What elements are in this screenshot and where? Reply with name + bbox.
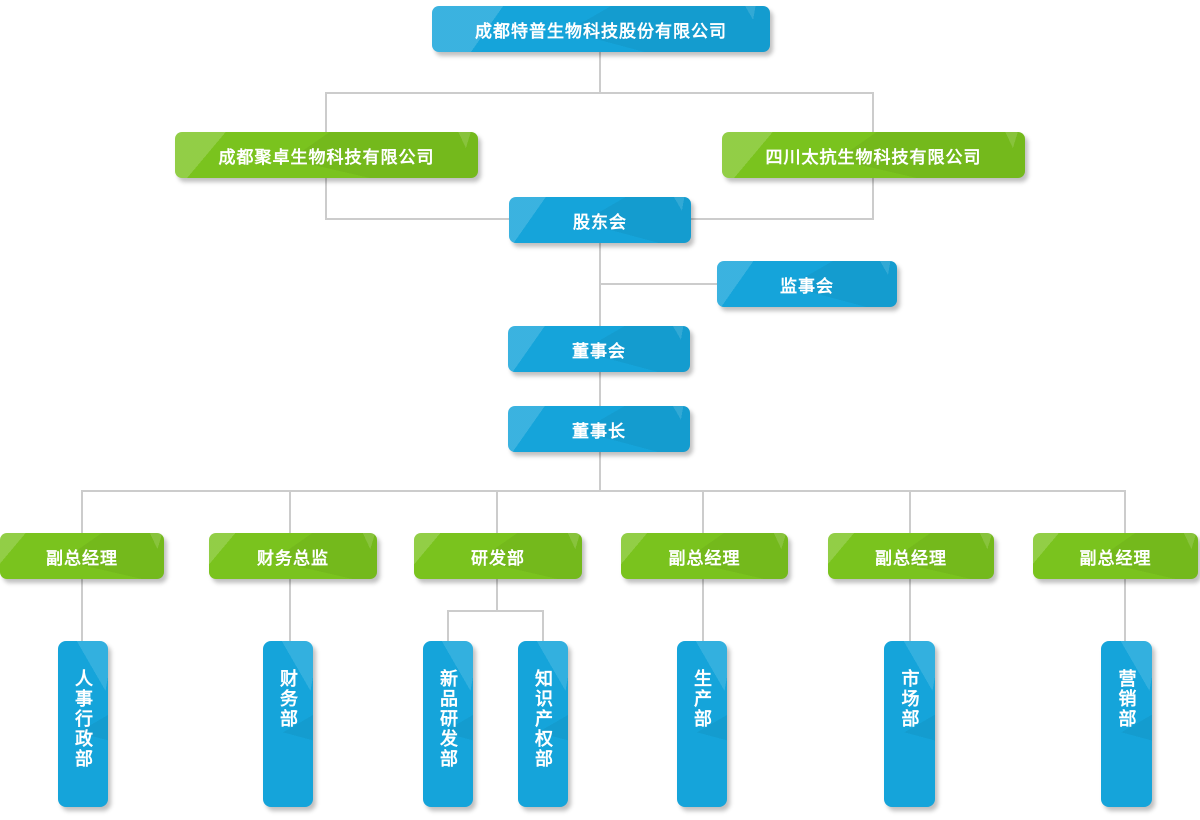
connector (496, 579, 498, 612)
dept-label: 人事行政部 (73, 669, 93, 769)
dept-label: 财务部 (278, 669, 298, 729)
connector (690, 218, 874, 220)
connector (599, 372, 601, 407)
connector (599, 243, 601, 327)
connector (1124, 579, 1126, 641)
connector (447, 612, 449, 641)
connector (1124, 492, 1126, 533)
node-dept-sales: 营销部 (1101, 641, 1152, 807)
connector (325, 92, 874, 94)
dept-label: 生产部 (692, 669, 712, 729)
node-deputy-gm-2: 副总经理 (621, 533, 788, 579)
node-dept-intellectual-property: 知识产权部 (518, 641, 568, 807)
node-chairman: 董事长 (508, 406, 690, 452)
connector (542, 612, 544, 641)
dept-label: 市场部 (899, 669, 920, 729)
connector (599, 452, 601, 492)
node-root-company: 成都特普生物科技股份有限公司 (432, 6, 770, 52)
node-dept-finance: 财务部 (263, 641, 313, 807)
node-dept-hr-admin: 人事行政部 (58, 641, 108, 807)
connector (496, 492, 498, 533)
connector (289, 579, 291, 641)
connector (909, 492, 911, 533)
connector (81, 579, 83, 641)
node-supervisory-board: 监事会 (717, 261, 897, 307)
connector (447, 610, 544, 612)
connector (599, 52, 601, 92)
connector (909, 579, 911, 641)
connector (600, 283, 717, 285)
node-dept-production: 生产部 (677, 641, 727, 807)
connector (325, 218, 510, 220)
node-finance-director: 财务总监 (209, 533, 377, 579)
node-dept-marketing: 市场部 (884, 641, 935, 807)
connector (702, 579, 704, 641)
dept-label: 新品研发部 (438, 669, 458, 769)
node-rnd-dept: 研发部 (414, 533, 582, 579)
node-deputy-gm-3: 副总经理 (828, 533, 994, 579)
node-board-of-directors: 董事会 (508, 326, 690, 372)
node-deputy-gm-4: 副总经理 (1033, 533, 1198, 579)
connector (702, 492, 704, 533)
dept-label: 营销部 (1116, 669, 1137, 729)
dept-label: 知识产权部 (533, 669, 553, 769)
node-subsidiary-right: 四川太抗生物科技有限公司 (722, 132, 1025, 178)
connector (289, 492, 291, 533)
node-dept-new-product-rnd: 新品研发部 (423, 641, 473, 807)
node-deputy-gm-1: 副总经理 (0, 533, 164, 579)
connector (81, 492, 83, 533)
node-subsidiary-left: 成都聚卓生物科技有限公司 (175, 132, 478, 178)
node-shareholders-meeting: 股东会 (509, 197, 691, 243)
connector (81, 490, 1126, 492)
